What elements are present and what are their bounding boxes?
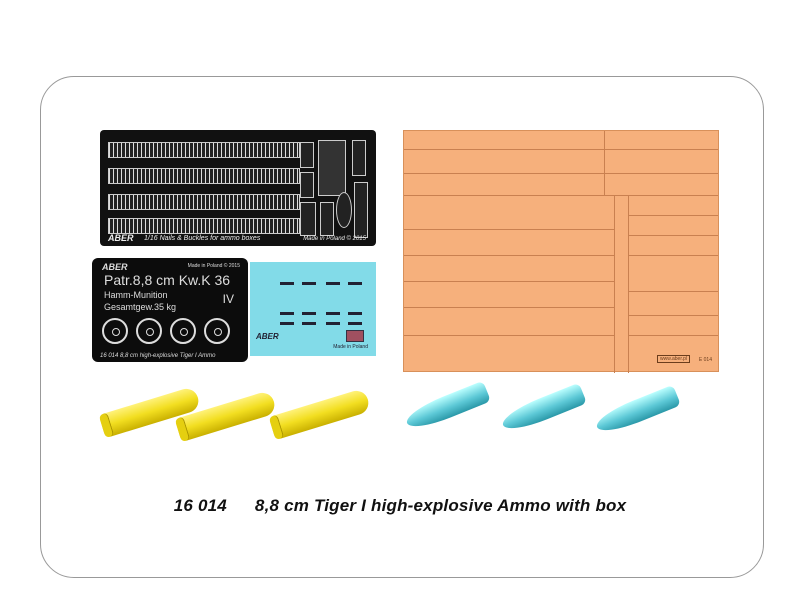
buckle-part xyxy=(300,202,316,236)
plate-brand: ABER xyxy=(102,262,128,272)
buckle-part xyxy=(320,202,334,236)
product-number: 16 014 xyxy=(173,496,227,515)
plate-mark: IV xyxy=(222,292,234,306)
plate-footer: 16 014 8,8 cm high-explosive Tiger I Amm… xyxy=(100,353,216,359)
decal-stamp xyxy=(346,330,364,342)
buckle-part xyxy=(352,140,366,176)
nail-strip xyxy=(108,194,300,210)
wood-url: www.aber.pl xyxy=(657,355,690,363)
decal-brand: ABER xyxy=(256,332,279,341)
buckle-part xyxy=(300,142,314,168)
photo-etched-sheet: ABER 1/16 Nails & Buckles for ammo boxes… xyxy=(100,130,376,246)
decal-made-in: Made in Poland xyxy=(333,344,368,350)
product-name: 8,8 cm Tiger I high-explosive Ammo with … xyxy=(254,496,627,515)
fuze-disc xyxy=(170,318,196,344)
ammo-box-nameplate: ABER Made in Poland © 2015 Patr.8,8 cm K… xyxy=(92,258,248,362)
pe-brand: ABER xyxy=(108,233,134,243)
product-frame xyxy=(40,76,764,578)
product-title: 16 014 8,8 cm Tiger I high-explosive Ammo… xyxy=(0,496,800,516)
fuze-disc xyxy=(136,318,162,344)
buckle-part xyxy=(354,182,368,238)
plate-line3: Gesamtgew.35 kg xyxy=(104,302,177,312)
wood-code: E 014 xyxy=(698,357,712,363)
pe-made-in: Made in Poland © 2015 xyxy=(303,236,366,242)
plate-made-in: Made in Poland © 2015 xyxy=(187,263,240,269)
buckle-part xyxy=(300,172,314,198)
pe-caption: 1/16 Nails & Buckles for ammo boxes xyxy=(144,235,261,242)
plate-line1: Patr.8,8 cm Kw.K 36 xyxy=(104,272,231,288)
nail-strip xyxy=(108,168,300,184)
wooden-box-sheet: www.aber.pl E 014 xyxy=(403,130,719,373)
decal-sheet: ABER Made in Poland xyxy=(250,262,376,356)
nail-strip xyxy=(108,218,300,234)
nail-strip xyxy=(108,142,300,158)
plate-line2: Hamm-Munition xyxy=(104,290,168,300)
fuze-disc xyxy=(102,318,128,344)
fuze-disc xyxy=(204,318,230,344)
buckle-part xyxy=(318,140,346,196)
buckle-part xyxy=(336,192,352,228)
